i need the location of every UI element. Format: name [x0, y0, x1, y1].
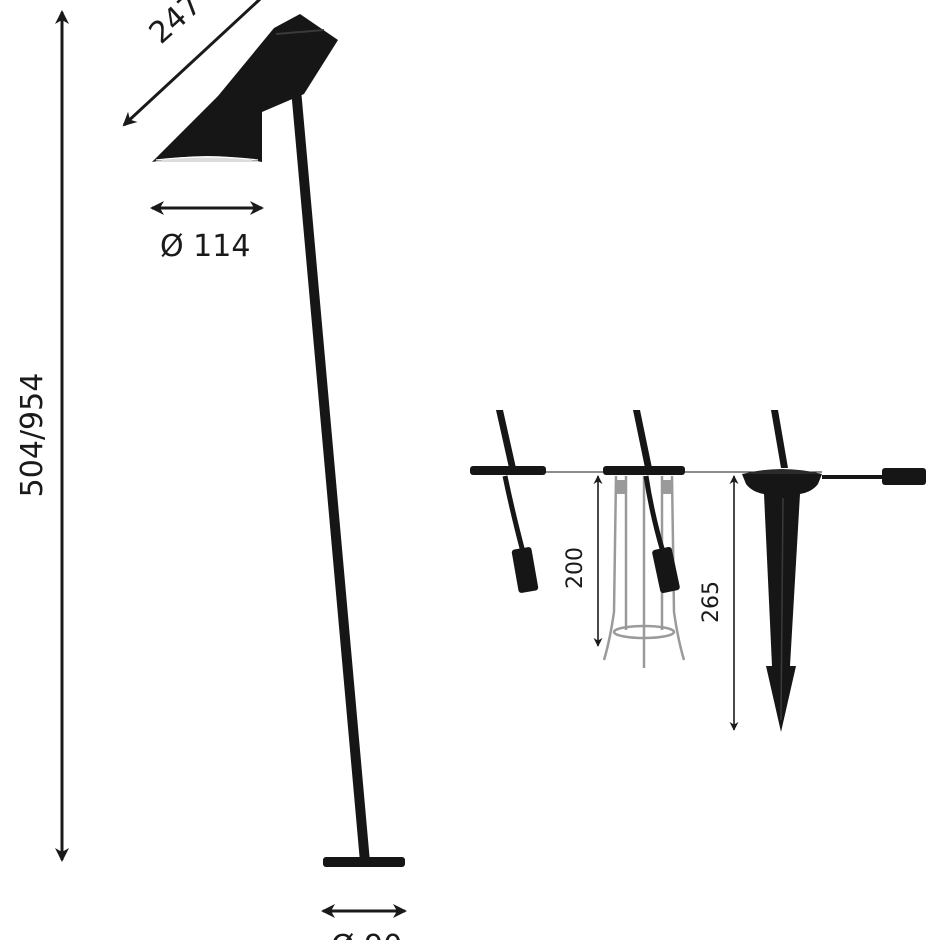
mount-base-plate [470, 410, 546, 593]
shade-diameter-label: Ø 114 [160, 229, 250, 264]
shade-length-label: 247 [143, 0, 209, 51]
sleeve-depth-label: 200 [563, 547, 588, 589]
lamp-pole [290, 78, 370, 862]
total-height-label: 504/954 [15, 373, 50, 498]
mount-ground-sleeve: 200 [563, 410, 686, 668]
lamp-base-plate [323, 857, 405, 867]
base-diameter-dimension: Ø 90 [321, 904, 407, 940]
mount-ground-spike: 265 [699, 410, 926, 732]
shade-diameter-dimension: Ø 114 [150, 201, 264, 264]
base-diameter-label: Ø 90 [331, 929, 402, 940]
spike-depth-label: 265 [699, 581, 724, 623]
floor-lamp [152, 14, 405, 867]
lamp-shade [152, 14, 338, 162]
total-height-dimension: 504/954 [15, 9, 69, 862]
